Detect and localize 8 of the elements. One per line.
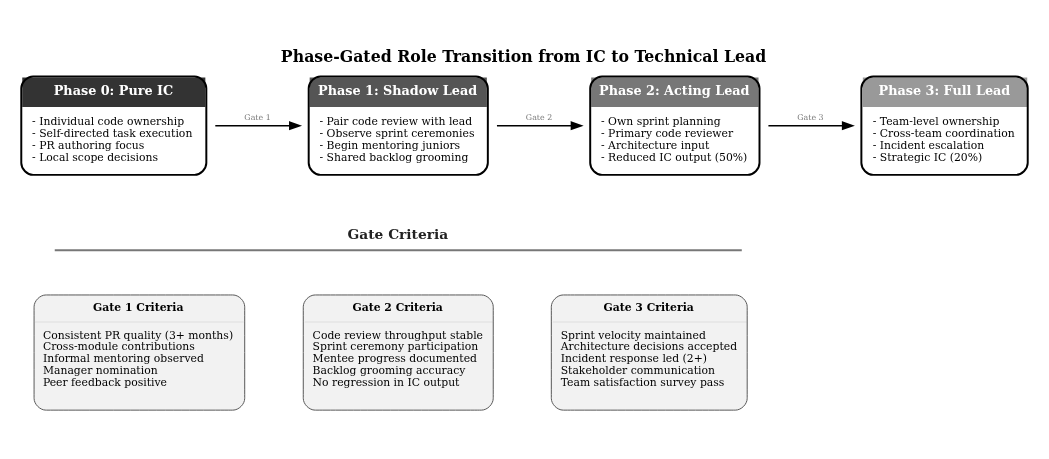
diagram-title: Phase-Gated Role Transition from IC to Technical Lead bbox=[280, 45, 767, 65]
label: Gate Criteria bbox=[347, 225, 449, 242]
edge-label: Gate 3 bbox=[797, 112, 824, 122]
edge-label: Gate 1 bbox=[244, 112, 271, 122]
edge-label: Gate 2 bbox=[525, 112, 553, 122]
arrow bbox=[214, 120, 303, 130]
arrow bbox=[496, 120, 584, 130]
arrow bbox=[767, 120, 855, 130]
